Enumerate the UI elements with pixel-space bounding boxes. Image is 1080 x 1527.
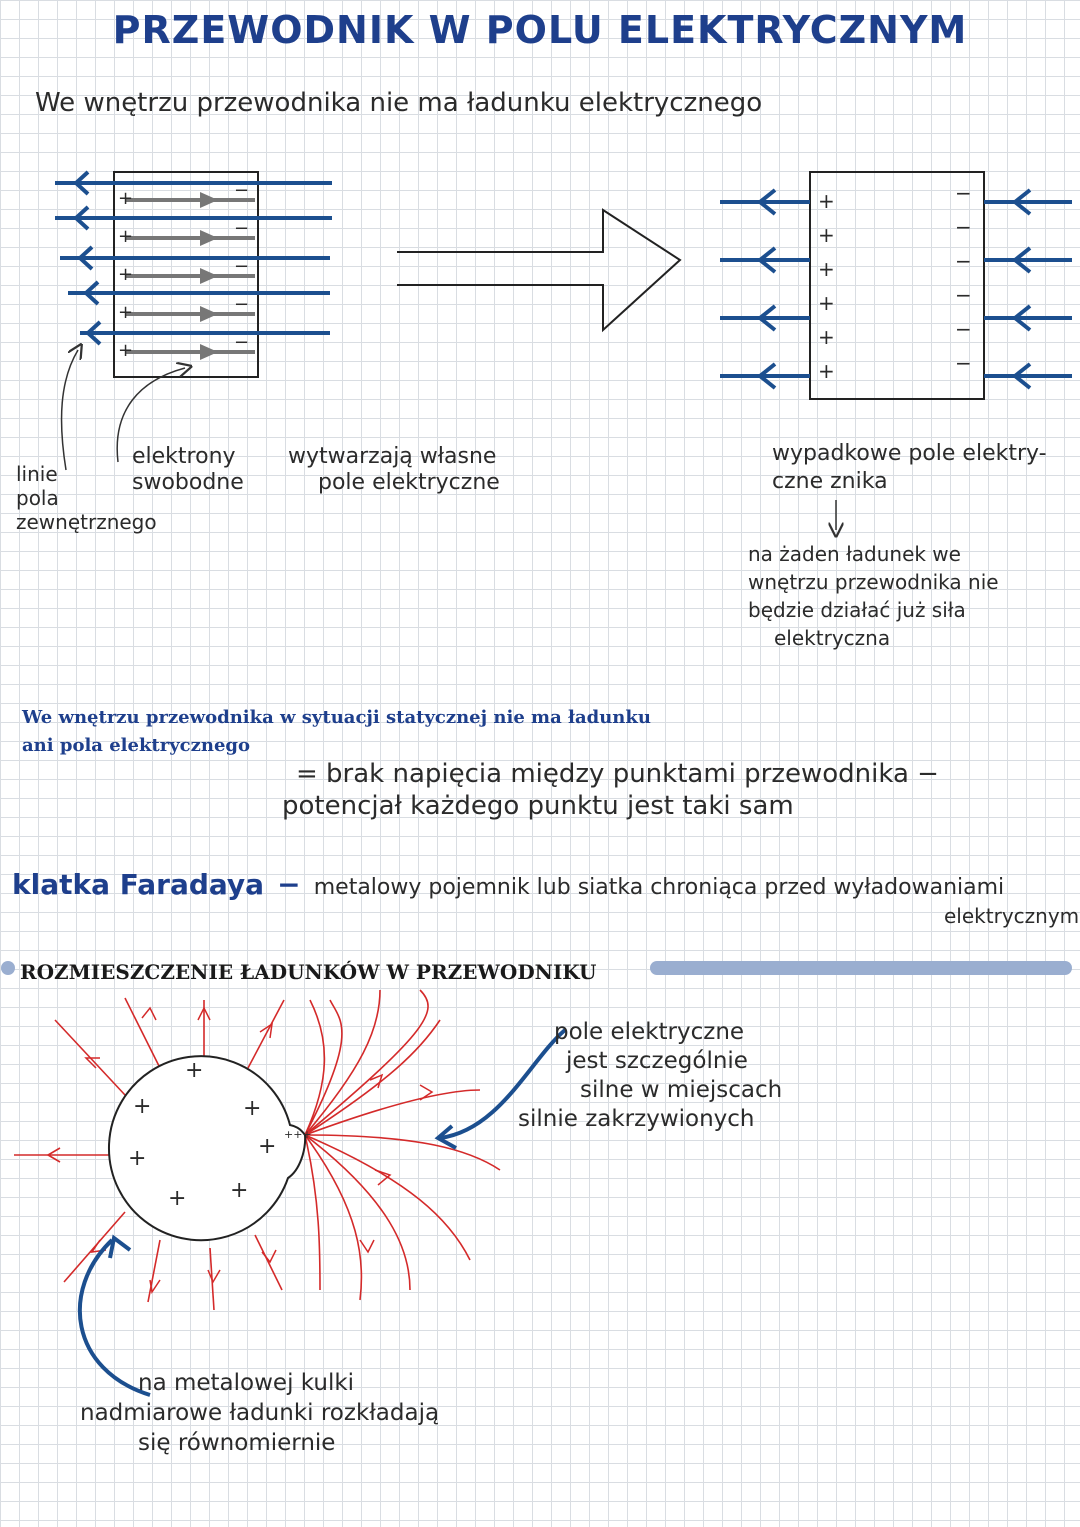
section-bar: [650, 961, 1072, 975]
minus-sign: −: [234, 256, 250, 277]
external-field-lines: [55, 170, 332, 346]
plus-sign: +: [168, 1186, 187, 1211]
plus-sign: +: [818, 223, 835, 247]
plus-sign: +: [118, 340, 134, 361]
left-plus-column: + + + + +: [118, 180, 133, 370]
pointer-ball-note: [78, 1238, 151, 1397]
plus-sign: +: [118, 188, 134, 209]
external-field-lines-right: [720, 188, 1072, 390]
faraday-definition-text: metalowy pojemnik lub siatka chroniąca p…: [313, 875, 1005, 900]
plus-sign: +: [818, 325, 835, 349]
label-resultant-field: wypadkowe pole elektry- czne znika: [772, 441, 1047, 494]
plus-sign: +: [818, 257, 835, 281]
transition-arrow: [397, 208, 682, 333]
statement-static: We wnętrzu przewodnika w sytuacji statyc…: [22, 707, 651, 756]
plus-sign: +: [258, 1134, 277, 1159]
section-title-distribution: ROZMIESZCZENIE ŁADUNKÓW W PRZEWODNIKU: [20, 960, 597, 984]
minus-sign: −: [955, 283, 972, 307]
page-title: PRZEWODNIK W POLU ELEKTRYCZNYM: [112, 8, 968, 52]
note-strong-field: pole elektryczne jest szczególnie silne …: [518, 1019, 783, 1132]
minus-sign: −: [955, 351, 972, 375]
note-no-force: na żaden ładunek we wnętrzu przewodnika …: [748, 542, 999, 650]
faraday-dash: −: [277, 868, 301, 901]
minus-sign: −: [234, 332, 250, 353]
note-ball-distribution: na metalowej kulki nadmiarowe ładunki ro…: [80, 1370, 440, 1456]
intro-text: We wnętrzu przewodnika nie ma ładunku el…: [35, 88, 763, 118]
sphere-diagram: [14, 989, 567, 1397]
plus-sign: +: [118, 264, 134, 285]
field-lines-red: [14, 989, 501, 1311]
pointer-electrons: [116, 368, 185, 463]
left-conductor-diagram: [55, 170, 332, 471]
pointer-external-lines: [60, 350, 78, 471]
right-minus-column: − − − − − −: [955, 176, 972, 380]
plus-sign: +: [230, 1178, 249, 1203]
plus-sign: +: [185, 1058, 204, 1083]
label-own-field: wytwarzają własne pole elektryczne: [288, 444, 500, 495]
plus-sign: +: [128, 1146, 147, 1171]
section-bullet: [1, 961, 15, 975]
faraday-definition: klatka Faradaya − metalowy pojemnik lub …: [12, 868, 1072, 901]
minus-sign: −: [234, 294, 250, 315]
left-minus-column: − − − − −: [234, 172, 249, 362]
plus-sign: +: [818, 359, 835, 383]
plus-sign: +: [118, 226, 134, 247]
right-plus-column: + + + + + +: [818, 184, 835, 388]
metal-sphere: [108, 1055, 307, 1242]
pointer-strong-field: [439, 1028, 567, 1140]
minus-sign: −: [955, 249, 972, 273]
plus-sign: +: [818, 189, 835, 213]
label-external-lines: linie pola zewnętrznego: [16, 462, 157, 534]
tip-charges: +++: [284, 1128, 312, 1141]
statement-note: = brak napięcia między punktami przewodn…: [282, 759, 939, 821]
right-conductor-diagram: [720, 171, 1072, 530]
label-free-electrons: elektrony swobodne: [132, 444, 244, 495]
plus-sign: +: [243, 1096, 262, 1121]
plus-sign: +: [118, 302, 134, 323]
minus-sign: −: [234, 180, 250, 201]
minus-sign: −: [955, 215, 972, 239]
internal-field-arrows: [125, 198, 255, 354]
minus-sign: −: [955, 317, 972, 341]
minus-sign: −: [955, 181, 972, 205]
right-conductor-box: [809, 171, 985, 400]
plus-sign: +: [818, 291, 835, 315]
plus-sign: +: [133, 1094, 152, 1119]
internal-arrow-heads: [200, 192, 218, 360]
minus-sign: −: [234, 218, 250, 239]
faraday-definition-end: elektrycznymi: [944, 904, 1080, 928]
faraday-term: klatka Faradaya: [12, 868, 265, 901]
